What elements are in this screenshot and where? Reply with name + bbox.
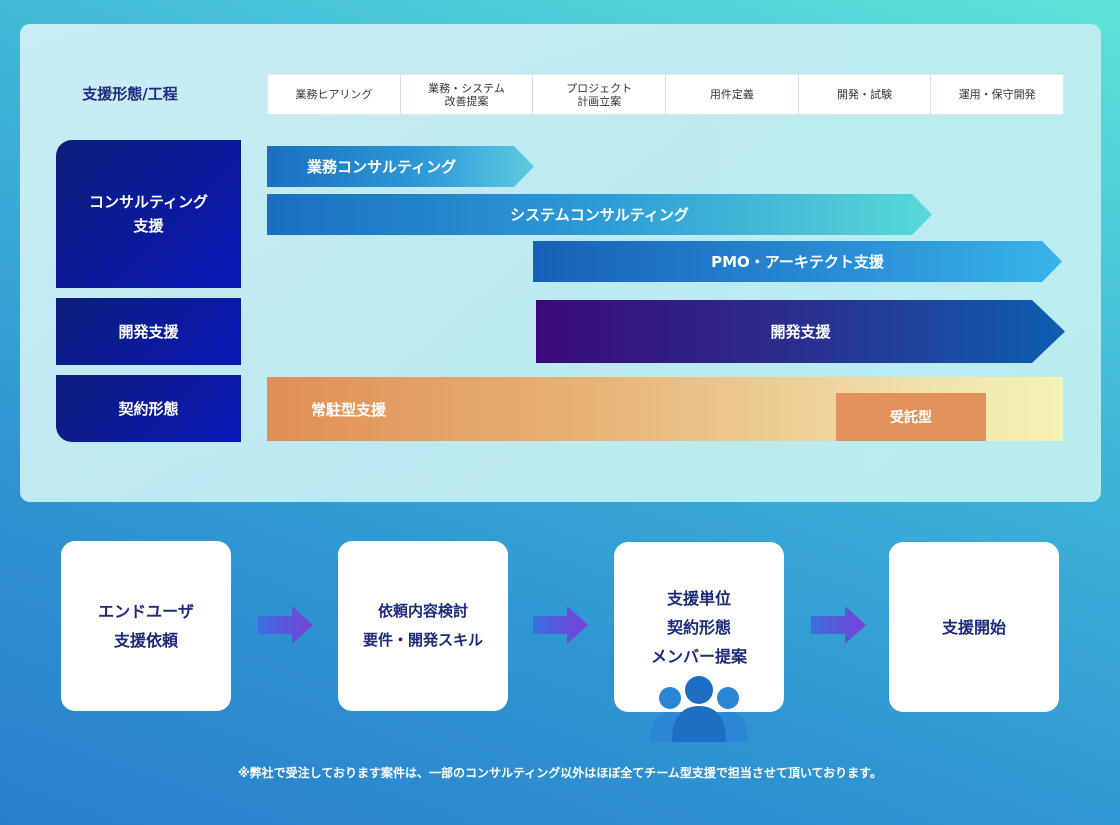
phase-business-hearing: 業務ヒアリング (268, 75, 401, 114)
flow-step-review: 依頼内容検討 要件・開発スキル (338, 541, 508, 711)
arrow-right-icon (811, 606, 866, 644)
arrow-right-icon (533, 606, 588, 644)
phase-row: 業務ヒアリング 業務・システム 改善提案 プロジェクト 計画立案 用件定義 開発… (267, 74, 1064, 115)
phase-operation: 運用・保守開発 (958, 88, 1036, 101)
arrow-right-icon (258, 606, 313, 644)
category-contract: 契約形態 (56, 375, 241, 442)
header-label: 支援形態/工程 (82, 85, 178, 103)
phase-requirements: 用件定義 (666, 75, 799, 114)
bar-pmo-label: PMO・アーキテクト支援 (711, 253, 884, 271)
flow-step-proposal: 支援単位 契約形態 メンバー提案 (614, 542, 784, 712)
footnote: ※弊社で受注しております案件は、一部のコンサルティング以外はほぼ全てチーム型支援… (238, 766, 882, 780)
bar-system-consulting-label: システムコンサルティング (510, 206, 689, 224)
flow-step-start: 支援開始 (889, 542, 1059, 712)
phase-project-planning: プロジェクト 計画立案 (533, 75, 667, 114)
flow-step-request: エンドユーザ 支援依頼 (61, 541, 231, 711)
bar-pmo: PMO・アーキテクト支援 (533, 241, 1062, 282)
phase-improvement-proposal: 業務・システム 改善提案 (401, 75, 534, 114)
category-consulting: コンサルティング 支援 (56, 140, 241, 288)
bar-development-label: 開発支援 (770, 323, 831, 341)
phase-dev-test: 開発・試験 (799, 75, 932, 114)
bar-development: 開発支援 (536, 300, 1065, 363)
bar-resident-label: 常駐型支援 (311, 401, 387, 419)
bar-business-consulting: 業務コンサルティング (267, 146, 534, 187)
team-people-icon (650, 676, 748, 742)
bar-outsourced: 受託型 (836, 393, 986, 441)
bar-contract: 常駐型支援 受託型 (267, 377, 1063, 441)
category-development: 開発支援 (56, 298, 241, 365)
bar-system-consulting: システムコンサルティング (267, 194, 932, 235)
bar-business-consulting-label: 業務コンサルティング (307, 158, 457, 176)
